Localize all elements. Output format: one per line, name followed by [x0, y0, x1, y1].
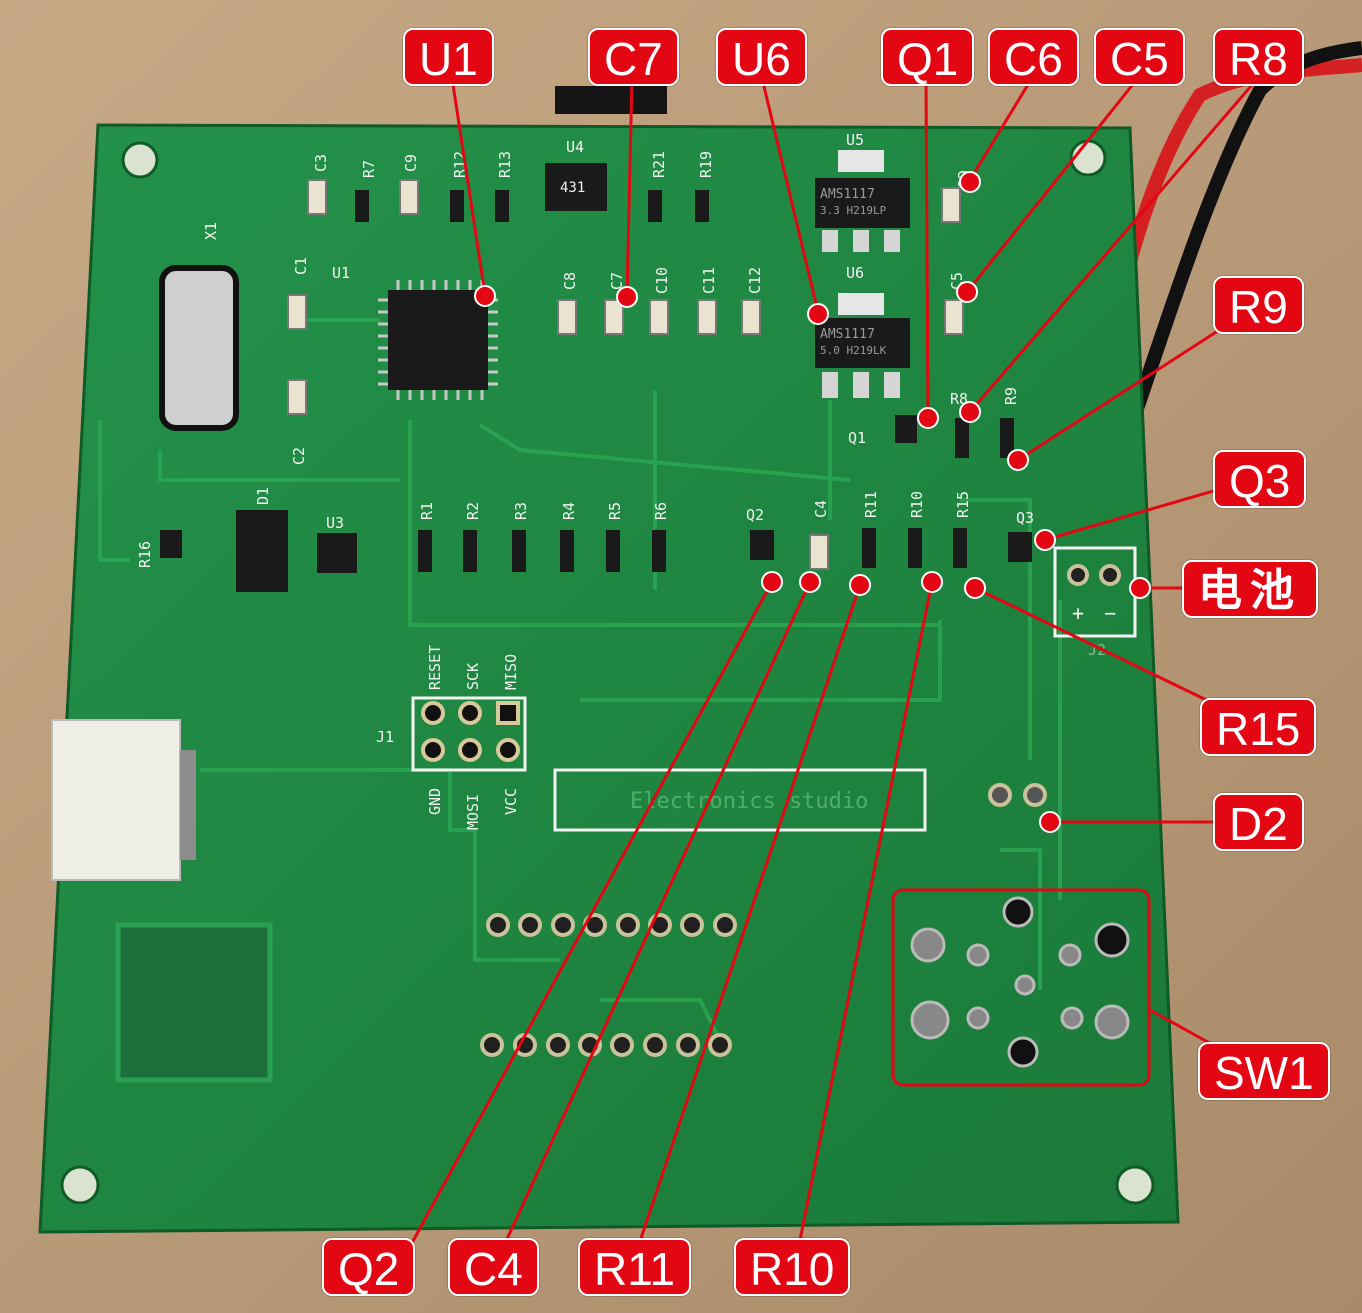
- silk-reset: RESET: [426, 645, 444, 690]
- silk-c9: C9: [402, 154, 420, 172]
- callout-u6: U6: [716, 28, 807, 86]
- silk-d1: D1: [254, 487, 272, 505]
- silk-c4: C4: [812, 500, 830, 518]
- silk-r11: R11: [862, 491, 880, 518]
- silk-minus: −: [1104, 601, 1116, 625]
- silk-u4: U4: [566, 138, 584, 156]
- callout-q1: Q1: [881, 28, 975, 86]
- callout-d2: D2: [1213, 793, 1304, 851]
- silk-r1: R1: [418, 502, 436, 520]
- silk-u1: U1: [332, 264, 350, 282]
- smd-passives: [160, 179, 1014, 572]
- silk-q1: Q1: [848, 429, 866, 447]
- silk-r15: R15: [954, 491, 972, 518]
- callout-r9: R9: [1213, 276, 1304, 334]
- callout-c7: C7: [588, 28, 679, 86]
- callout-r10: R10: [734, 1238, 851, 1296]
- silk-u5-sub: 3.3 H219LP: [820, 204, 887, 217]
- callout-leaders: [398, 77, 1260, 1266]
- callout-r8: R8: [1213, 28, 1304, 86]
- silk-c10: C10: [653, 267, 671, 294]
- u6-regulator: [815, 293, 910, 398]
- callout-q3: Q3: [1213, 450, 1307, 508]
- jst-connector: [51, 719, 196, 881]
- silk-c7: C7: [608, 272, 626, 290]
- silk-plus: +: [1072, 601, 1084, 625]
- copper-traces: [98, 318, 1062, 1041]
- sot-transistors: [236, 415, 1032, 592]
- silk-u3: U3: [326, 514, 344, 532]
- silk-r2: R2: [464, 502, 482, 520]
- silk-r7: R7: [360, 160, 378, 178]
- silk-c11: C11: [700, 267, 718, 294]
- silk-u6-sub: 5.0 H219LK: [820, 344, 887, 357]
- silk-u5: U5: [846, 131, 864, 149]
- silk-r6: R6: [652, 502, 670, 520]
- silk-c8: C8: [561, 272, 579, 290]
- silk-r3: R3: [512, 502, 530, 520]
- display-connector: [555, 86, 667, 114]
- u4-chip: [545, 163, 607, 211]
- silkscreen-labels: C3 R7 C9 R12 R13 U4 431 R21 R19 U5 AMS11…: [136, 131, 1116, 830]
- silk-q2: Q2: [746, 506, 764, 524]
- crystal-x1: [159, 265, 239, 431]
- callout-c5: C5: [1094, 28, 1185, 86]
- silk-r9: R9: [1002, 387, 1020, 405]
- silk-mosi: MOSI: [464, 794, 482, 830]
- large-copper-pad: [115, 922, 273, 1083]
- silk-r5: R5: [606, 502, 624, 520]
- silk-c12: C12: [746, 267, 764, 294]
- silk-u5-part: AMS1117: [820, 187, 875, 202]
- silk-miso: MISO: [502, 654, 520, 690]
- silk-j1: J1: [376, 728, 394, 746]
- silk-r10: R10: [908, 491, 926, 518]
- silk-c3: C3: [312, 154, 330, 172]
- callout-q2: Q2: [322, 1238, 416, 1296]
- silk-vcc: VCC: [502, 788, 520, 815]
- silk-u4-part: 431: [560, 180, 585, 196]
- callout-battery: 电池: [1182, 560, 1318, 618]
- callout-c4: C4: [448, 1238, 539, 1296]
- u5-regulator: [815, 150, 910, 252]
- d2-pads: [988, 783, 1047, 807]
- silk-r16: R16: [136, 541, 154, 568]
- silk-u6: U6: [846, 264, 864, 282]
- silk-r4: R4: [560, 502, 578, 520]
- j1-header: [411, 696, 527, 772]
- silk-r21: R21: [650, 151, 668, 178]
- sw1-switch: [891, 888, 1151, 1087]
- pin-headers: [480, 913, 737, 1057]
- silk-x1: X1: [202, 222, 220, 240]
- silk-r13: R13: [496, 151, 514, 178]
- brand-box: [553, 768, 927, 832]
- silk-c2: C2: [290, 447, 308, 465]
- callout-u1: U1: [403, 28, 494, 86]
- silk-u6-part: AMS1117: [820, 327, 875, 342]
- callout-dots: [474, 171, 1151, 833]
- silk-r19: R19: [697, 151, 715, 178]
- silk-sck: SCK: [464, 663, 482, 690]
- callout-c6: C6: [988, 28, 1079, 86]
- callout-r11: R11: [578, 1238, 691, 1296]
- silk-c1: C1: [292, 257, 310, 275]
- silk-gnd: GND: [426, 788, 444, 815]
- callout-r15: R15: [1200, 698, 1317, 756]
- silk-brand: Electronics studio: [630, 789, 868, 814]
- callout-sw1: SW1: [1198, 1042, 1330, 1100]
- silk-q3: Q3: [1016, 509, 1034, 527]
